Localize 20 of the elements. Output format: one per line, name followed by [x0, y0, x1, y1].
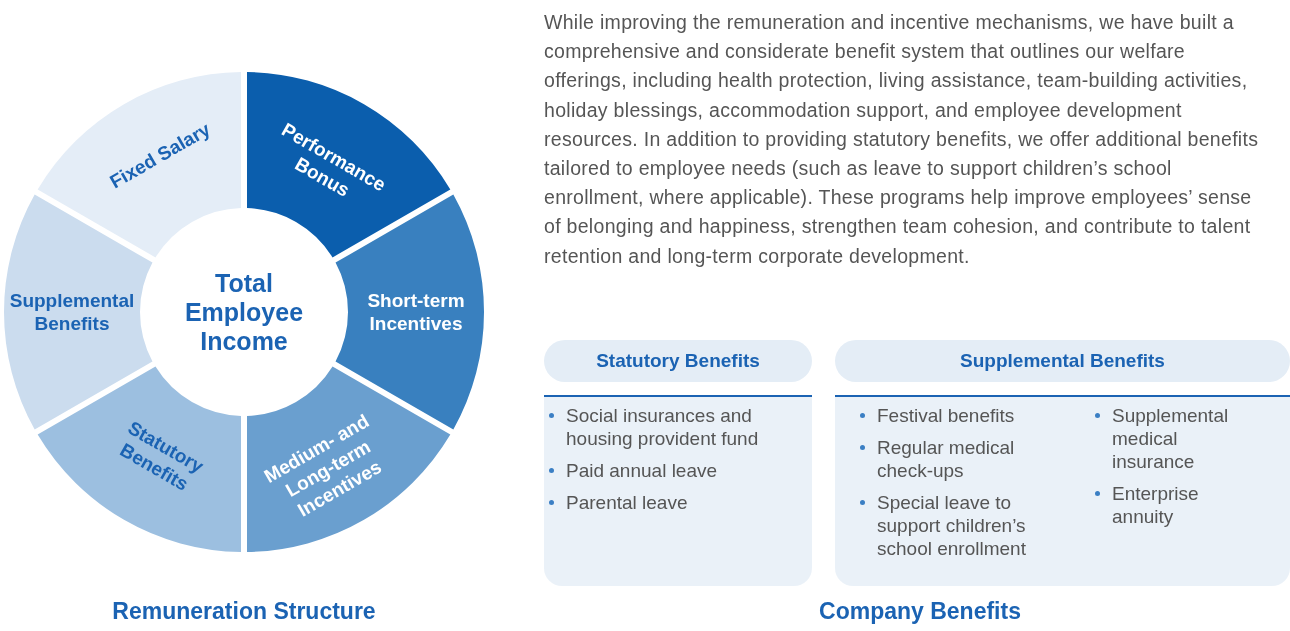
list-item: Regular medical check-ups [877, 437, 1015, 481]
benefit-card [544, 340, 812, 586]
list-item: Enterprise annuity [1112, 483, 1199, 527]
segment-label: Supplemental Benefits [8, 289, 136, 335]
list-item: Festival benefits [877, 405, 1015, 426]
section-caption: Company Benefits [818, 598, 1022, 625]
list-item: Social insurances and housing provident fund [566, 405, 759, 449]
card-heading: Supplemental Benefits [835, 340, 1290, 382]
ring-segment [37, 72, 242, 258]
segment-label: Short-term Incentives [366, 289, 466, 335]
list-item: Paid annual leave [566, 460, 718, 481]
benefit-card [835, 340, 1290, 586]
section-caption: Remuneration Structure [111, 598, 377, 625]
card-heading: Statutory Benefits [544, 340, 812, 382]
ring-segment [246, 366, 451, 552]
center-label: Total Employee Income [183, 268, 305, 356]
description-paragraph: While improving the remuneration and incentive mechanisms, we have built a comprehensive and considerate benefit system that outlines our welfare offerings, including health protection, living assistance, team-building activities, holiday blessings, accommodation support, and employee development resources. In addition to providing statutory benefits, we offer additional benefits tailored to employee needs (such as leave to support children’s school enrollment, where applicable). These programs help improve employees’ sense of belonging and happiness, strengthen team cohesion, and contribute to talent retention and long-term corporate development. [544, 10, 1260, 269]
list-item: Special leave to support children’s school enrollment [877, 492, 1026, 559]
list-item: Parental leave [566, 492, 688, 513]
list-item: Supplemental medical insurance [1112, 405, 1229, 472]
